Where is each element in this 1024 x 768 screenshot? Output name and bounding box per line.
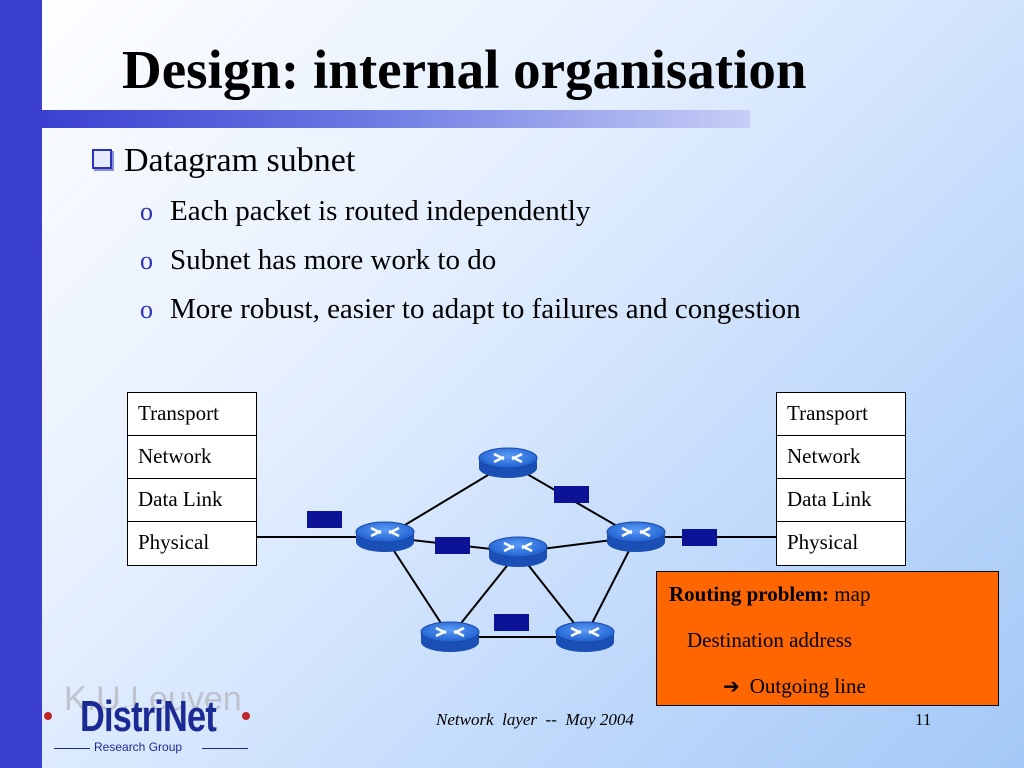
packet-icon [554, 486, 589, 503]
protocol-stack-left: Transport Network Data Link Physical [127, 392, 257, 566]
sub-bullet-2: o Subnet has more work to do [140, 244, 496, 277]
packet-icon [435, 537, 470, 554]
logo-rule [54, 748, 90, 749]
layer-data-link: Data Link [128, 479, 256, 522]
routing-line-1: Routing problem: map [669, 582, 870, 607]
router-icon [478, 447, 538, 478]
packets [307, 486, 717, 631]
sub-bullet-text: Subnet has more work to do [170, 244, 497, 276]
link-r1-r5 [384, 536, 451, 638]
distrinet-logo: K.U.Leuven DistriNet Research Group [42, 680, 257, 760]
router-icon [488, 536, 548, 567]
routing-outgoing-text: Outgoing line [749, 674, 866, 698]
sub-bullet-1: o Each packet is routed independently [140, 195, 590, 228]
layer-network: Network [777, 436, 905, 479]
layer-physical: Physical [787, 530, 859, 554]
footer-text: Network layer -- May 2004 [436, 710, 634, 729]
checkbox-bullet-icon [92, 149, 112, 169]
sub-bullet-text: More robust, easier to adapt to failures… [170, 293, 801, 325]
routing-line-2: Destination address [687, 628, 853, 652]
routing-problem-box: Routing problem: map Destination address… [656, 571, 999, 706]
protocol-stack-right: Transport Network Data Link Physical [776, 392, 906, 566]
layer-transport: Transport [128, 393, 256, 436]
layer-data-link: Data Link [777, 479, 905, 522]
router-icon [606, 521, 666, 552]
packet-icon [494, 614, 529, 631]
link-r3-r6 [584, 536, 637, 638]
sub-bullet-marker: o [140, 246, 153, 275]
routing-label-bold: Routing problem: [669, 582, 830, 606]
slide-title: Design: internal organisation [122, 39, 807, 100]
packet-icon [307, 511, 342, 528]
layer-physical: Physical [138, 530, 210, 554]
sub-bullet-3: o More robust, easier to adapt to failure… [140, 293, 801, 326]
title-underline-bar [42, 110, 750, 128]
layer-network: Network [128, 436, 256, 479]
bullet-text: Datagram subnet [124, 142, 356, 179]
routing-label-rest: map [829, 582, 871, 606]
logo-rule [202, 748, 248, 749]
packet-icon [682, 529, 717, 546]
sub-bullet-text: Each packet is routed independently [170, 195, 591, 227]
logo-university-text: K.U.Leuven [64, 680, 242, 718]
layer-transport: Transport [777, 393, 905, 436]
logo-dot [242, 712, 250, 720]
logo-tagline: Research Group [94, 740, 183, 754]
routing-line-3: ➔ Outgoing line [723, 674, 866, 699]
router-icon [355, 521, 415, 552]
logo-dot [44, 712, 52, 720]
sub-bullet-marker: o [140, 295, 153, 324]
arrow-right-icon: ➔ [723, 674, 740, 698]
logo-name: DistriNet [80, 692, 217, 741]
bullet-datagram-subnet: Datagram subnet [92, 142, 355, 180]
router-icon [420, 621, 480, 652]
sub-bullet-marker: o [140, 197, 153, 226]
left-accent-bar [0, 0, 42, 768]
page-number: 11 [915, 710, 932, 729]
router-icon [555, 621, 615, 652]
